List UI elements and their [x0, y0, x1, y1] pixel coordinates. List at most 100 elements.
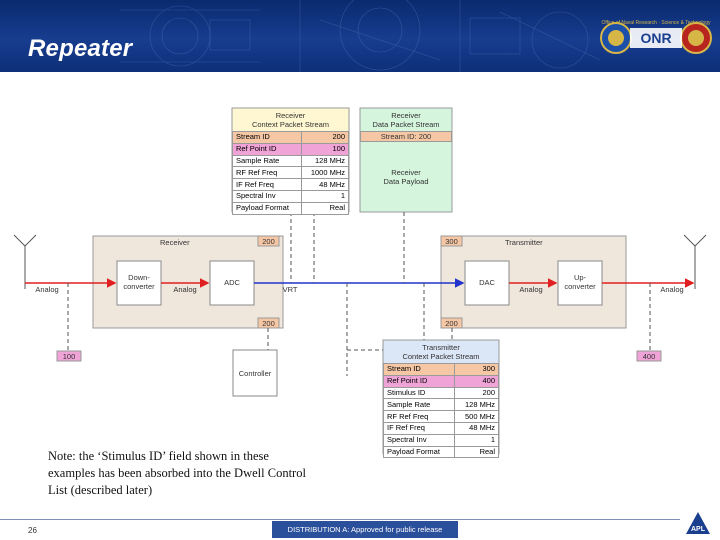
receiver_ctx-field: Payload Format [232, 201, 302, 215]
badge-200-top: 200 [262, 237, 275, 246]
vrt-label: VRT [282, 285, 298, 294]
transmitter_ctx-field: Ref Point ID [382, 374, 456, 388]
receiver_ctx-field: RF Ref Freq [232, 166, 302, 180]
footer-line [0, 519, 680, 520]
receiver-data-header: Receiver Data Packet Stream [360, 111, 452, 129]
analog-label-4: Analog [660, 285, 684, 294]
page-title: Repeater [28, 35, 133, 62]
badge-200-tx-bottom: 200 [445, 319, 458, 328]
receiver_ctx-field: Sample Rate [232, 154, 302, 168]
downconverter-label: Down- converter [117, 273, 161, 291]
transmitter_ctx-value: Real [454, 445, 499, 459]
receive-antenna [13, 234, 37, 289]
analog-label-2: Analog [173, 285, 197, 294]
transmitter-context-header: Transmitter Context Packet Stream [383, 343, 499, 361]
transmitter-label: Transmitter [505, 238, 543, 247]
transmitter_ctx-field: Payload Format [382, 445, 456, 459]
receiver-data-packet-panel [359, 107, 453, 213]
downconverter-block [116, 260, 162, 306]
transmitter_ctx-field: Spectral Inv [382, 433, 456, 447]
upconverter-label-2: converter [564, 282, 596, 291]
transmitter-context-title-1: Transmitter [422, 343, 460, 352]
transmitter-stream-badge [440, 235, 463, 247]
receiver-data-title-1: Receiver [391, 111, 421, 120]
upconverter-label-1: Up- [573, 273, 587, 282]
transmitter_ctx-value: 48 MHz [454, 421, 499, 435]
transmitter_ctx-value: 128 MHz [454, 398, 499, 412]
transmitter_ctx-field: Stimulus ID [382, 386, 456, 400]
receiver_ctx-value: 100 [300, 142, 350, 156]
adc-block [209, 260, 255, 306]
analog-label-1: Analog [35, 285, 59, 294]
onr-logo: ONR Office of Naval Research · Science &… [600, 20, 712, 54]
dac-block [464, 260, 510, 306]
receiver-context-header: Receiver Context Packet Stream [232, 111, 349, 129]
header-banner: Repeater ONR Office of Naval Research · … [0, 0, 720, 72]
svg-text:APL: APL [691, 526, 706, 533]
transmitter_ctx-field: Stream ID [382, 363, 456, 376]
dashed-connectors [67, 212, 651, 376]
receiver_ctx-value: Real [300, 201, 350, 215]
upconverter-block [557, 260, 603, 306]
adc-label: ADC [224, 278, 240, 287]
transmitter_ctx-field: IF Ref Freq [382, 421, 456, 435]
controller-label: Controller [238, 369, 272, 378]
badge-100: 100 [62, 352, 76, 361]
receiver-stream-badge [257, 235, 280, 247]
badge-400: 400 [642, 352, 656, 361]
receiver-data-payload: Receiver Data Payload [360, 168, 452, 186]
upconverter-label: Up- converter [558, 273, 602, 291]
ref-point-badge-100 [56, 350, 82, 362]
receiver-data-stream-id: Stream ID: 200 [360, 131, 452, 142]
receiver-data-title-2: Data Packet Stream [372, 120, 440, 129]
page-number: 26 [28, 526, 37, 535]
onr-logo-seal-text: Office of Naval Research · Science & Tec… [601, 20, 711, 26]
note-text: Note: the ‘Stimulus ID’ field shown in t… [48, 449, 306, 497]
distribution-statement: DISTRIBUTION A: Approved for public rele… [272, 521, 458, 538]
transmitter_ctx-value: 300 [454, 363, 499, 376]
receiver_ctx-value: 1000 MHz [300, 166, 350, 180]
receiver_ctx-value: 48 MHz [300, 178, 350, 191]
receiver_ctx-value: 128 MHz [300, 154, 350, 168]
receiver_ctx-field: Spectral Inv [232, 189, 302, 203]
ref-point-badge-400 [636, 350, 662, 362]
transmitter_ctx-field: Sample Rate [382, 398, 456, 412]
receiver_ctx-field: Ref Point ID [232, 142, 302, 156]
receiver-context-title-2: Context Packet Stream [251, 120, 330, 129]
transmit-antenna [683, 234, 707, 289]
transmitter_ctx-value: 400 [454, 374, 499, 388]
controller-block [232, 349, 278, 397]
receiver-data-payload-1: Receiver [391, 168, 421, 177]
receiver-data-payload-2: Data Payload [383, 177, 429, 186]
downconverter-label-2: converter [123, 282, 155, 291]
receiver_ctx-field: IF Ref Freq [232, 178, 302, 191]
analog-label-3: Analog [519, 285, 543, 294]
receiver_ctx-value: 1 [300, 189, 350, 203]
transmitter-context-title-2: Context Packet Stream [402, 352, 480, 361]
transmitter_ctx-field: RF Ref Freq [382, 410, 456, 423]
receiver-label: Receiver [160, 238, 190, 247]
onr-logo-text: ONR [640, 30, 671, 46]
receiver-context-title-1: Receiver [275, 111, 306, 120]
receiver_ctx-field: Stream ID [232, 131, 302, 144]
transmitter_ctx-value: 200 [454, 386, 499, 400]
blueprint-background [120, 0, 601, 72]
apl-logo: APL [686, 512, 710, 534]
downconverter-label-1: Down- [128, 273, 150, 282]
badge-300-top: 300 [445, 237, 458, 246]
